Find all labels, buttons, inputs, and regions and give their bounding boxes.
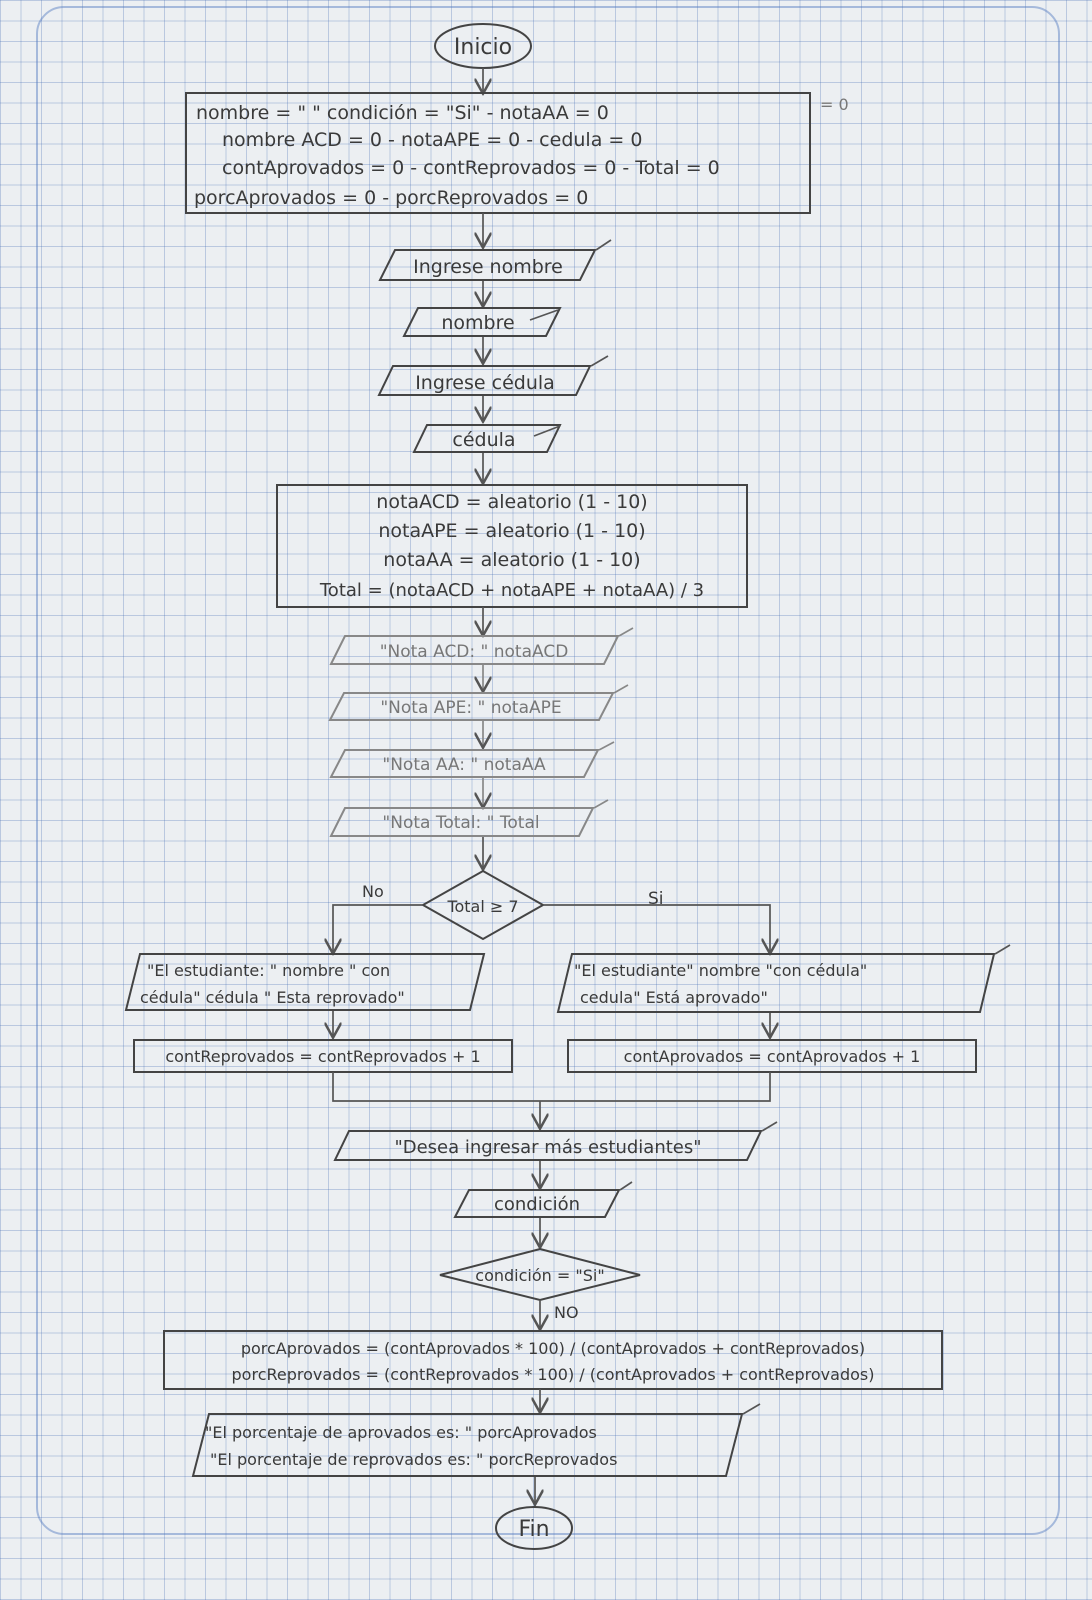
ask-more-label: "Desea ingresar más estudiantes": [394, 1137, 701, 1158]
decision-condicion-no-label: NO: [554, 1303, 579, 1322]
decision-total-label: Total ≥ 7: [446, 897, 518, 916]
output-nota-aa-label: "Nota AA: " notaAA: [382, 755, 546, 775]
input-cedula: cédula: [412, 424, 562, 453]
percent-line-2: porcReprovados = (contReprovados * 100) …: [232, 1365, 875, 1384]
fail-line-1: "El estudiante: " nombre " con: [147, 961, 390, 980]
pass-counter-box: contAprovados = contAprovados + 1: [567, 1039, 977, 1073]
init-line-1: nombre = " " condición = "Si" - notaAA =…: [196, 102, 609, 124]
output-tick: [619, 1181, 633, 1191]
percent-process-box: porcAprovados = (contAprovados * 100) / …: [163, 1330, 943, 1390]
decision-total-yes-label: Si: [648, 889, 664, 909]
start-label: Inicio: [454, 35, 512, 60]
pass-line-2: cedula" Está aprovado": [580, 988, 768, 1007]
decision-condicion-label: condición = "Si": [475, 1266, 604, 1285]
output-prompt-id: Ingrese cédula: [377, 355, 609, 396]
output-nota-acd: "Nota ACD: " notaACD: [329, 627, 634, 665]
input-condicion-label: condición: [494, 1194, 580, 1215]
final-line-1: "El porcentaje de aprovados es: " porcAp…: [205, 1423, 597, 1442]
output-tick: [994, 944, 1011, 955]
no-branch-line: [333, 904, 423, 952]
output-tick: [595, 239, 612, 251]
output-ask-more: "Desea ingresar más estudiantes": [333, 1121, 778, 1161]
calc-line-1: notaACD = aleatorio (1 - 10): [376, 491, 647, 513]
decision-condicion: condición = "Si": [439, 1247, 641, 1302]
end-terminal: Fin: [495, 1506, 573, 1550]
percent-line-1: porcAprovados = (contAprovados * 100) / …: [241, 1339, 865, 1358]
init-line-3: contAprovados = 0 - contReprovados = 0 -…: [222, 157, 720, 179]
output-prompt-name: Ingrese nombre: [378, 239, 612, 281]
input-tick: [529, 309, 559, 321]
fail-counter-label: contReprovados = contReprovados + 1: [165, 1047, 480, 1066]
prompt-name-label: Ingrese nombre: [413, 256, 563, 278]
output-percentages: "El porcentaje de aprovados es: " porcAp…: [191, 1403, 761, 1477]
input-condicion: condición: [453, 1181, 633, 1218]
input-name-label: nombre: [441, 312, 514, 334]
calc-line-2: notaAPE = aleatorio (1 - 10): [378, 520, 645, 542]
pass-line-1: "El estudiante" nombre "con cédula": [574, 961, 867, 980]
input-name: nombre: [402, 307, 562, 337]
final-line-2: "El porcentaje de reprovados es: " porcR…: [210, 1450, 617, 1469]
start-terminal: Inicio: [434, 23, 532, 69]
output-pass-message: "El estudiante" nombre "con cédula" cedu…: [556, 944, 1011, 1013]
output-nota-ape: "Nota APE: " notaAPE: [328, 684, 629, 721]
prompt-id-label: Ingrese cédula: [415, 372, 555, 394]
output-nota-aa: "Nota AA: " notaAA: [329, 741, 615, 778]
decision-total: Total ≥ 7: [420, 869, 546, 941]
calc-process-box: notaACD = aleatorio (1 - 10) notaAPE = a…: [276, 484, 748, 608]
calc-line-3: notaAA = aleatorio (1 - 10): [383, 549, 640, 571]
output-nota-total: "Nota Total: " Total: [329, 799, 609, 837]
output-fail-message: "El estudiante: " nombre " con cédula" c…: [124, 953, 486, 1011]
output-tick: [761, 1121, 778, 1132]
yes-branch-line: [543, 904, 770, 952]
input-cedula-label: cédula: [452, 429, 515, 451]
fail-line-2: cédula" cédula " Esta reprovado": [140, 988, 405, 1007]
pass-counter-label: contAprovados = contAprovados + 1: [624, 1047, 921, 1066]
calc-line-4: Total = (notaACD + notaAPE + notaAA) / 3: [319, 580, 704, 601]
init-process-box: nombre = " " condición = "Si" - notaAA =…: [185, 92, 811, 214]
output-tick: [742, 1403, 761, 1415]
output-nota-acd-label: "Nota ACD: " notaACD: [380, 642, 569, 662]
init-side-mark: = 0: [820, 95, 849, 114]
input-tick: [533, 425, 561, 437]
fail-counter-box: contReprovados = contReprovados + 1: [133, 1039, 513, 1073]
init-line-4: porcAprovados = 0 - porcReprovados = 0: [194, 187, 588, 209]
output-nota-total-label: "Nota Total: " Total: [382, 813, 539, 833]
init-line-2: nombre ACD = 0 - notaAPE = 0 - cedula = …: [222, 129, 642, 151]
end-label: Fin: [518, 1517, 549, 1542]
page-margin-frame: [36, 6, 1060, 1535]
decision-total-no-label: No: [362, 882, 384, 901]
output-nota-ape-label: "Nota APE: " notaAPE: [380, 698, 561, 718]
output-tick: [590, 355, 609, 367]
merge-line: [332, 1072, 771, 1102]
